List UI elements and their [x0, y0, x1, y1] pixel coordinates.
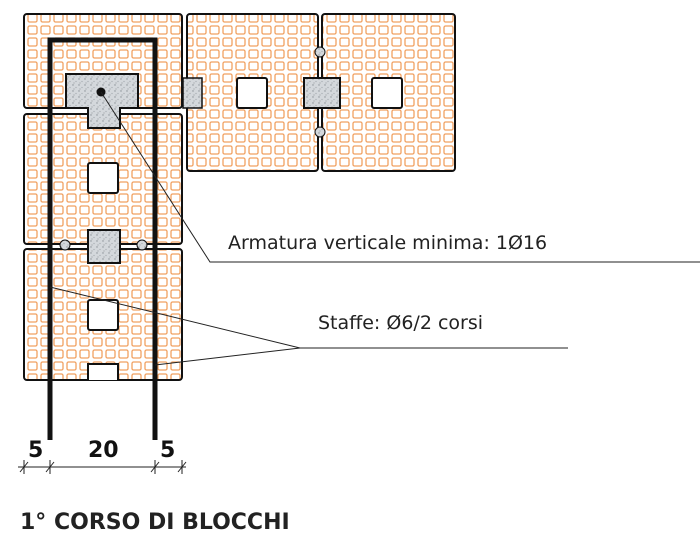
joint-dot: [314, 46, 326, 58]
stirrups-label: Staffe: Ø6/2 corsi: [318, 312, 484, 334]
dimension-right: 5: [160, 438, 176, 463]
joint-dot: [136, 239, 148, 251]
joint-dot: [314, 126, 326, 138]
dimension-center: 20: [88, 438, 119, 463]
bottom-notch: [87, 363, 119, 380]
dimension-left: 5: [28, 438, 44, 463]
hollow-cell: [236, 77, 268, 109]
joint-dot: [59, 239, 71, 251]
rebar-label: Armatura verticale minima: 1Ø16: [228, 232, 548, 254]
concrete-core-joint: [87, 229, 121, 264]
diagram-title: 1° CORSO DI BLOCCHI: [20, 510, 290, 535]
concrete-core-corner: [65, 73, 139, 129]
dimension-line: [18, 460, 187, 474]
hollow-cell: [371, 77, 403, 109]
rebar-leader: [100, 91, 700, 263]
hollow-cell: [87, 162, 119, 194]
concrete-core-joint-left: [182, 77, 203, 109]
hollow-cell: [87, 299, 119, 331]
stirrup-rebar: [47, 37, 158, 440]
concrete-core-joint-right: [303, 77, 341, 109]
